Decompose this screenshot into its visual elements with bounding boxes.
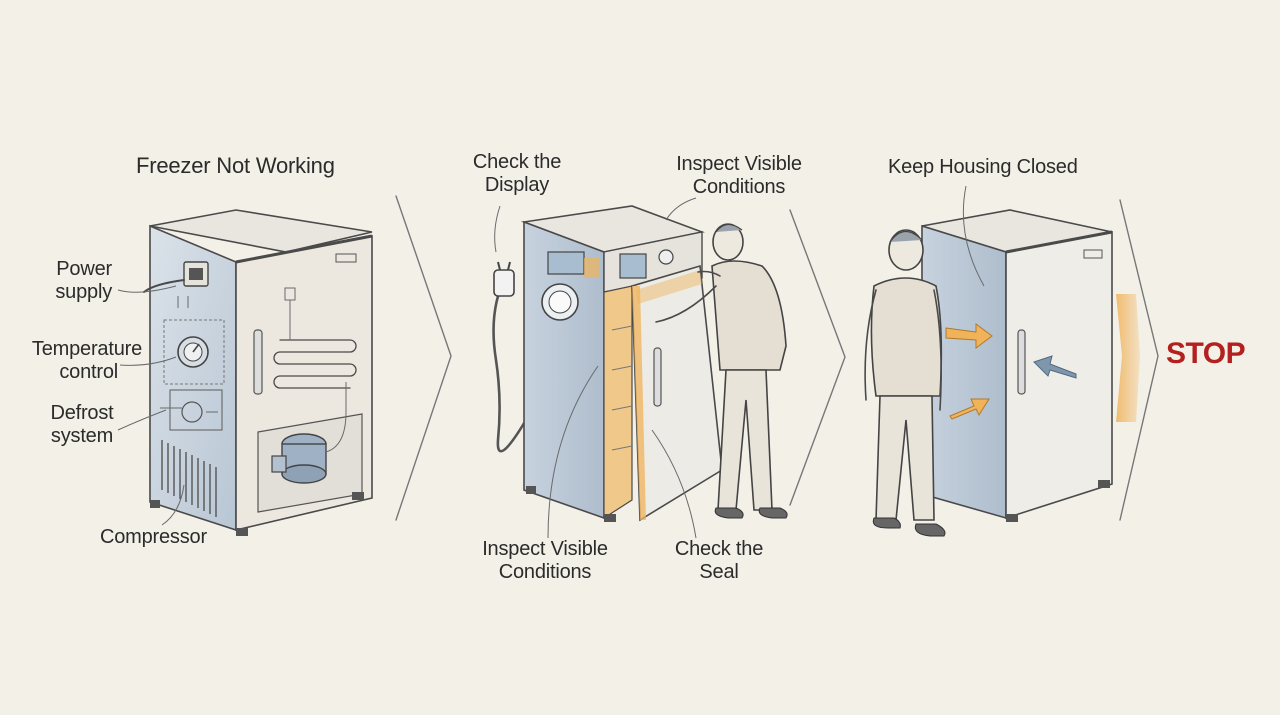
label-defrost-system: Defrost system xyxy=(50,402,114,447)
arrow-icon xyxy=(945,323,1077,420)
panel3-leaders xyxy=(962,185,985,287)
compressor-icon xyxy=(271,382,347,484)
stop-label: STOP xyxy=(1166,337,1246,370)
stop-bar xyxy=(1116,294,1140,422)
step-separator-2 xyxy=(789,209,846,506)
freezer-cutaway xyxy=(143,209,373,536)
thermostat-dial-icon xyxy=(177,336,209,368)
label-inspect-visible-top: Inspect Visible Conditions xyxy=(676,153,802,198)
label-temperature-control: Temperature control xyxy=(31,338,142,383)
freezer-closed xyxy=(921,209,1113,522)
panel1-leaders xyxy=(117,285,185,526)
label-check-seal: Check the Seal xyxy=(674,538,764,583)
label-inspect-visible-bottom: Inspect Visible Conditions xyxy=(482,538,608,583)
label-power-supply: Power supply xyxy=(55,258,112,303)
power-plug-icon xyxy=(493,261,515,297)
step-separator-1 xyxy=(395,195,452,521)
panel1-title: Freezer Not Working xyxy=(136,153,335,178)
person-icon xyxy=(655,223,788,519)
step-separator-3 xyxy=(1119,199,1159,521)
person-icon xyxy=(864,229,946,537)
label-compressor: Compressor xyxy=(100,526,207,548)
panel3-title: Keep Housing Closed xyxy=(888,156,1078,178)
freezer-open xyxy=(492,205,723,522)
panel2-leaders xyxy=(494,197,697,539)
label-check-display: Check the Display xyxy=(472,151,562,196)
